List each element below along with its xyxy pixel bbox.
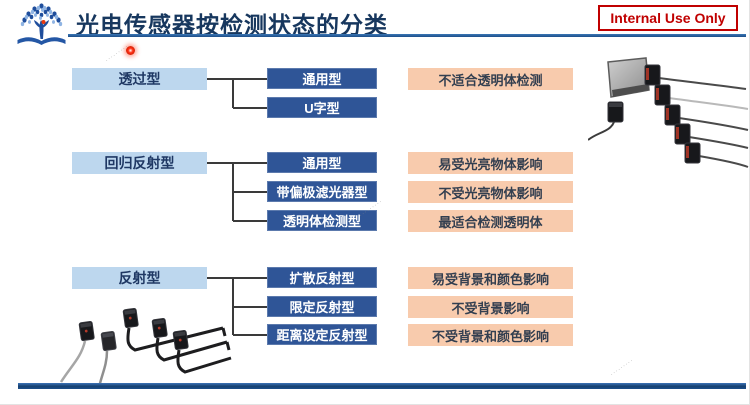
sensors-with-cables-image: [59, 307, 232, 389]
subtype-box: 限定反射型: [267, 296, 377, 317]
subtype-box: 透明体检测型: [267, 210, 377, 231]
subtype-box: 扩散反射型: [267, 267, 377, 288]
note-box: 易受光亮物体影响: [408, 152, 573, 174]
note-box: 不受背景影响: [408, 296, 573, 318]
footer-bar: [18, 383, 746, 389]
internal-use-badge: Internal Use Only: [598, 5, 738, 31]
subtype-box: 带偏极滤光器型: [267, 181, 377, 202]
category-box-through-beam: 透过型: [72, 68, 207, 90]
subtype-box: U字型: [267, 97, 377, 118]
page-title: 光电传感器按检测状态的分类: [76, 12, 388, 38]
note-box: 易受背景和颜色影响: [408, 267, 573, 289]
title-underline: [68, 34, 746, 37]
note-box: 不受光亮物体影响: [408, 181, 573, 203]
note-box: 不适合透明体检测: [408, 68, 573, 90]
category-box-reflective: 反射型: [72, 267, 207, 289]
reflector-and-sensors-image: [588, 57, 749, 168]
laser-pointer-dot: [126, 46, 135, 55]
tree-book-logo-icon: [17, 3, 66, 45]
category-box-retroreflective: 回归反射型: [72, 152, 207, 174]
subtype-box: 距离设定反射型: [267, 324, 377, 345]
note-box: 最适合检测透明体: [408, 210, 573, 232]
subtype-box: 通用型: [267, 152, 377, 173]
note-box: 不受背景和颜色影响: [408, 324, 573, 346]
subtype-box: 通用型: [267, 68, 377, 89]
